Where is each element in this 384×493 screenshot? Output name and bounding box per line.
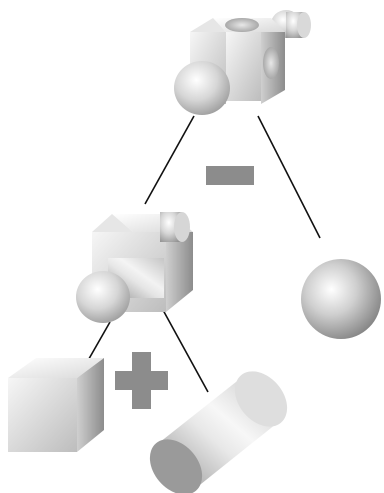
edge-union-to-cylinder bbox=[162, 309, 209, 393]
sphere-primitive-icon bbox=[301, 259, 381, 339]
cube-primitive-icon bbox=[8, 358, 104, 452]
minus-operator-icon bbox=[206, 166, 254, 185]
plus-operator-icon bbox=[115, 352, 168, 409]
tree-edges bbox=[85, 115, 321, 393]
cylinder-primitive-icon bbox=[149, 371, 288, 493]
edge-root-to-union-node bbox=[144, 115, 195, 205]
edge-union-to-cube bbox=[85, 321, 111, 365]
union-result-solid-icon bbox=[76, 212, 193, 323]
root-result-solid-icon bbox=[174, 10, 311, 115]
edge-root-to-sphere bbox=[257, 115, 321, 239]
